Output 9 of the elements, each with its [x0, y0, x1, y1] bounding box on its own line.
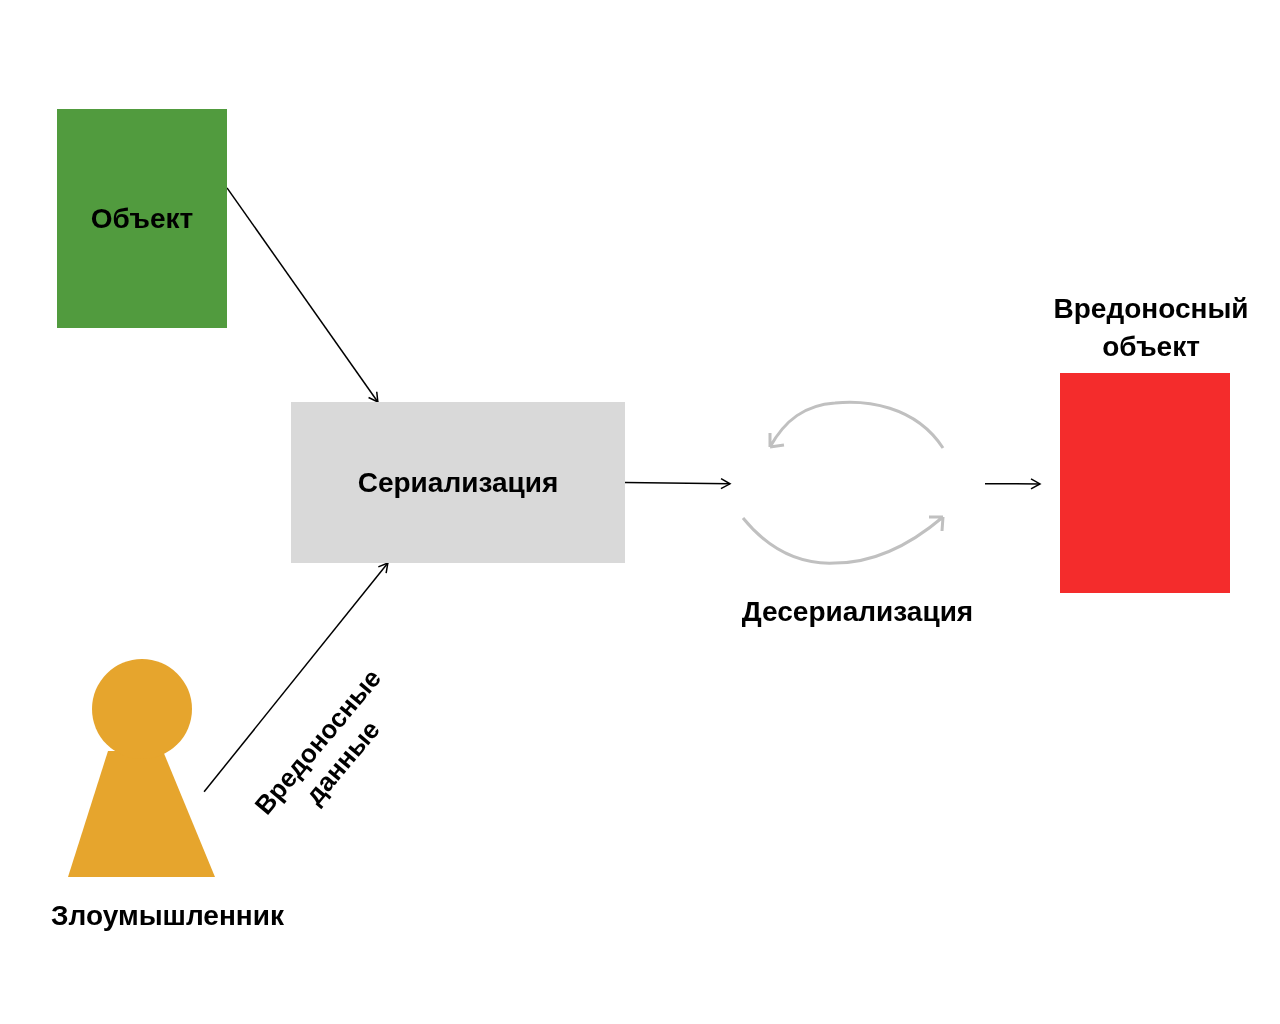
node-label: Десериализация [741, 595, 974, 629]
arrow [203, 562, 389, 793]
arrow [226, 187, 379, 403]
node-heading: Вредоносный объект [1052, 292, 1250, 364]
arrow [624, 477, 731, 490]
node-label: Злоумышленник [51, 899, 284, 933]
node-label: Объект [90, 201, 194, 236]
arrow [984, 478, 1041, 490]
node-label: Сериализация [357, 465, 559, 500]
